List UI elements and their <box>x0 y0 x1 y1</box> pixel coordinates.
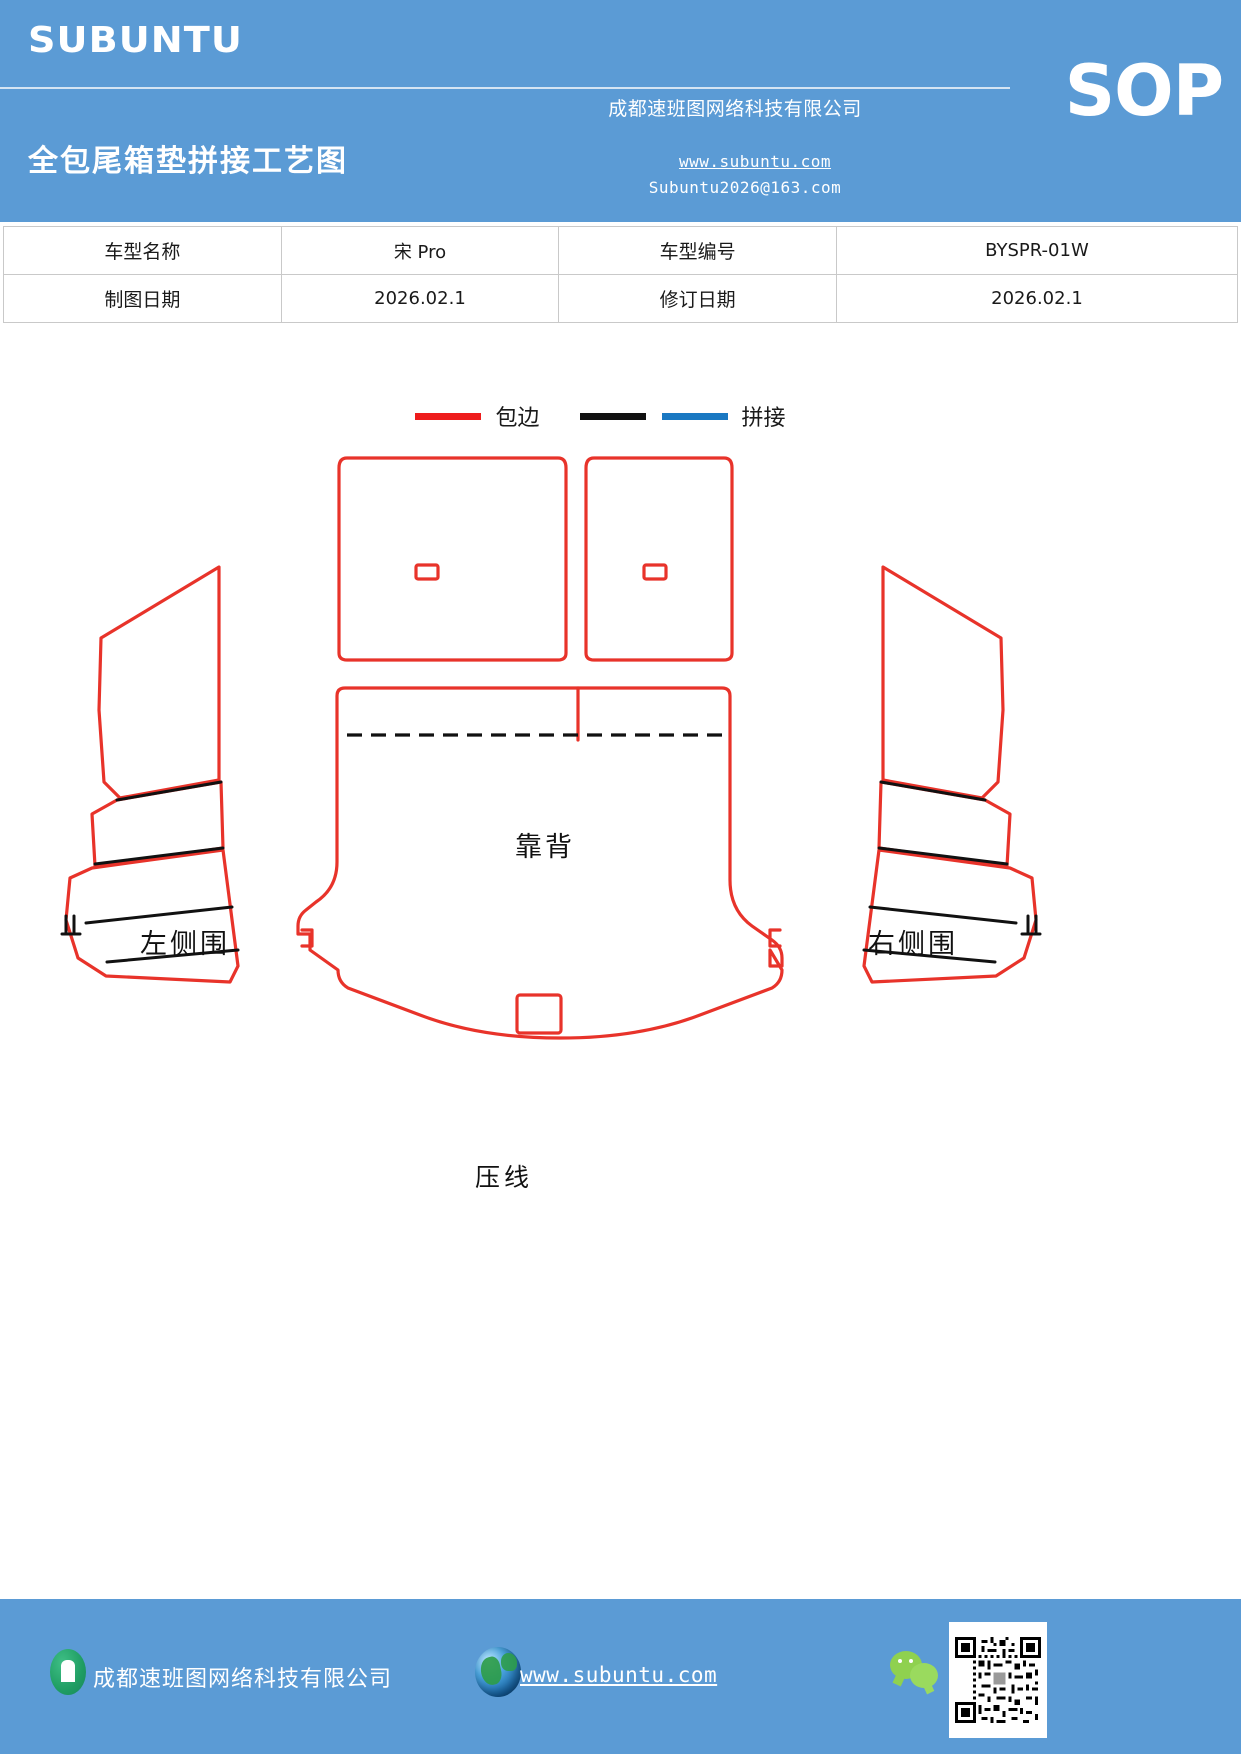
sop-badge: SOP <box>1064 50 1224 132</box>
mat-bottom-slot <box>515 993 563 1035</box>
cell-model-code-label: 车型编号 <box>558 226 837 275</box>
brand-logo: SUBUNTU <box>28 20 243 61</box>
page-header: SUBUNTU SOP 成都速班图网络科技有限公司 全包尾箱垫拼接工艺图 www… <box>0 0 1241 222</box>
left-hook-icon <box>60 914 82 936</box>
cell-model-name-label: 车型名称 <box>3 226 282 275</box>
legend: 包边 拼接 <box>0 400 1241 432</box>
pattern-pieces-svg <box>60 456 1042 1040</box>
main-floor-mat <box>296 686 784 1040</box>
legend-swatch-blue-icon <box>661 412 728 420</box>
header-website-link[interactable]: www.subuntu.com <box>679 152 831 171</box>
building-icon <box>50 1649 86 1695</box>
label-left-side: 左侧围 <box>140 929 230 960</box>
footer-company-name: 成都速班图网络科技有限公司 <box>93 1667 393 1692</box>
backrest-left-panel <box>337 456 568 662</box>
backrest-right-panel <box>584 456 734 662</box>
cell-model-name-value: 宋 Pro <box>280 226 560 275</box>
left-stitch-4 <box>105 948 240 964</box>
legend-item-splice: 拼接 <box>661 400 826 432</box>
model-info-table: 车型名称 宋 Pro 车型编号 BYSPR-01W 制图日期 2026.02.1… <box>3 226 1239 323</box>
header-divider <box>0 87 1010 89</box>
legend-label-splice: 拼接 <box>741 406 786 431</box>
cell-draw-date-value: 2026.02.1 <box>280 274 560 323</box>
legend-item-binding: 包边 <box>415 400 579 432</box>
table-row: 制图日期 2026.02.1 修订日期 2026.02.1 <box>3 274 1239 323</box>
page-title: 全包尾箱垫拼接工艺图 <box>28 144 348 179</box>
footer-website-link[interactable]: www.subuntu.com <box>520 1663 718 1687</box>
qr-code <box>949 1622 1047 1738</box>
right-hook-icon <box>1020 914 1042 936</box>
wechat-bubble-small <box>910 1663 938 1688</box>
right-stitch-3 <box>868 905 1018 925</box>
backrest-left-slot <box>414 563 440 581</box>
legend-swatch-black-icon <box>579 412 646 420</box>
left-side-wall-lower <box>64 848 240 984</box>
legend-item-stitch-black <box>579 412 646 420</box>
table-row: 车型名称 宋 Pro 车型编号 BYSPR-01W <box>3 226 1239 275</box>
page-footer: 成都速班图网络科技有限公司 www.subuntu.com <box>0 1599 1241 1754</box>
right-side-wall-upper <box>881 565 1005 800</box>
technical-drawing: 靠背 左侧围 右侧围 压线 <box>0 410 1241 1192</box>
cell-revise-date-label: 修订日期 <box>558 274 837 323</box>
left-stitch-3 <box>84 905 234 925</box>
backrest-right-slot <box>642 563 668 581</box>
label-right-side: 右侧围 <box>868 929 958 960</box>
wechat-icon <box>890 1647 946 1697</box>
right-stitch-2 <box>877 846 1009 866</box>
label-press-line: 压线 <box>475 1163 534 1192</box>
left-side-wall-upper <box>97 565 221 800</box>
header-company-name: 成都速班图网络科技有限公司 <box>608 98 862 120</box>
wechat-dot <box>909 1659 913 1663</box>
globe-icon <box>475 1647 521 1697</box>
qr-code-svg <box>955 1637 1041 1723</box>
right-stitch-4 <box>862 948 997 964</box>
cell-model-code-value: BYSPR-01W <box>835 226 1239 275</box>
header-email[interactable]: Subuntu2026@163.com <box>648 178 842 197</box>
legend-swatch-red-icon <box>415 412 482 420</box>
cell-draw-date-label: 制图日期 <box>3 274 282 323</box>
right-side-wall-lower <box>862 848 1038 984</box>
label-backrest: 靠背 <box>515 832 575 863</box>
left-stitch-2 <box>93 846 225 866</box>
mat-right-notch <box>768 928 782 948</box>
legend-label-binding: 包边 <box>495 406 540 431</box>
right-stitch-1 <box>879 780 987 802</box>
wechat-dot <box>898 1659 902 1663</box>
cell-revise-date-value: 2026.02.1 <box>835 274 1239 323</box>
left-stitch-1 <box>115 780 223 802</box>
mat-left-notch <box>300 928 314 948</box>
